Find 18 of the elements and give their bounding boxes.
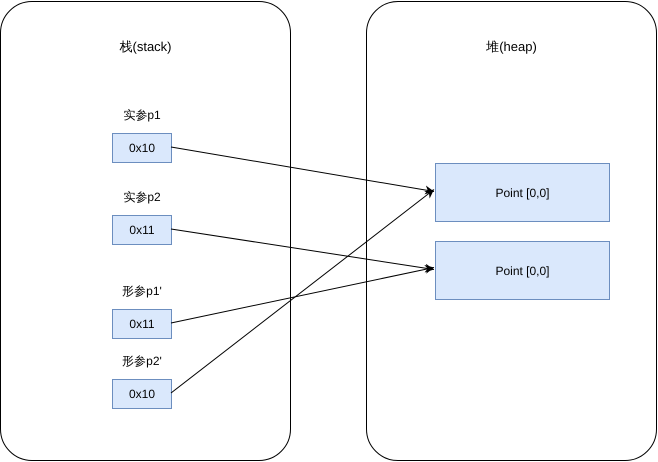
variable-label: 实参p2 (122, 189, 162, 206)
address-box: 0x10 (112, 379, 172, 409)
object-box: Point [0,0] (435, 163, 610, 222)
address-box: 0x11 (112, 309, 172, 339)
memory-region-panel (366, 1, 657, 461)
address-box: 0x11 (112, 215, 172, 245)
object-box: Point [0,0] (435, 241, 610, 300)
variable-label: 形参p2' (121, 353, 163, 370)
arrow (170, 146, 434, 194)
arrow (170, 228, 434, 273)
arrow (170, 189, 434, 394)
address-box: 0x10 (112, 133, 172, 163)
region-title: 堆(heap) (485, 38, 538, 56)
variable-label: 实参p1 (122, 107, 162, 124)
arrow (170, 264, 434, 324)
memory-region-panel (0, 1, 291, 461)
region-title: 栈(stack) (118, 38, 172, 56)
variable-label: 形参p1' (121, 283, 163, 300)
